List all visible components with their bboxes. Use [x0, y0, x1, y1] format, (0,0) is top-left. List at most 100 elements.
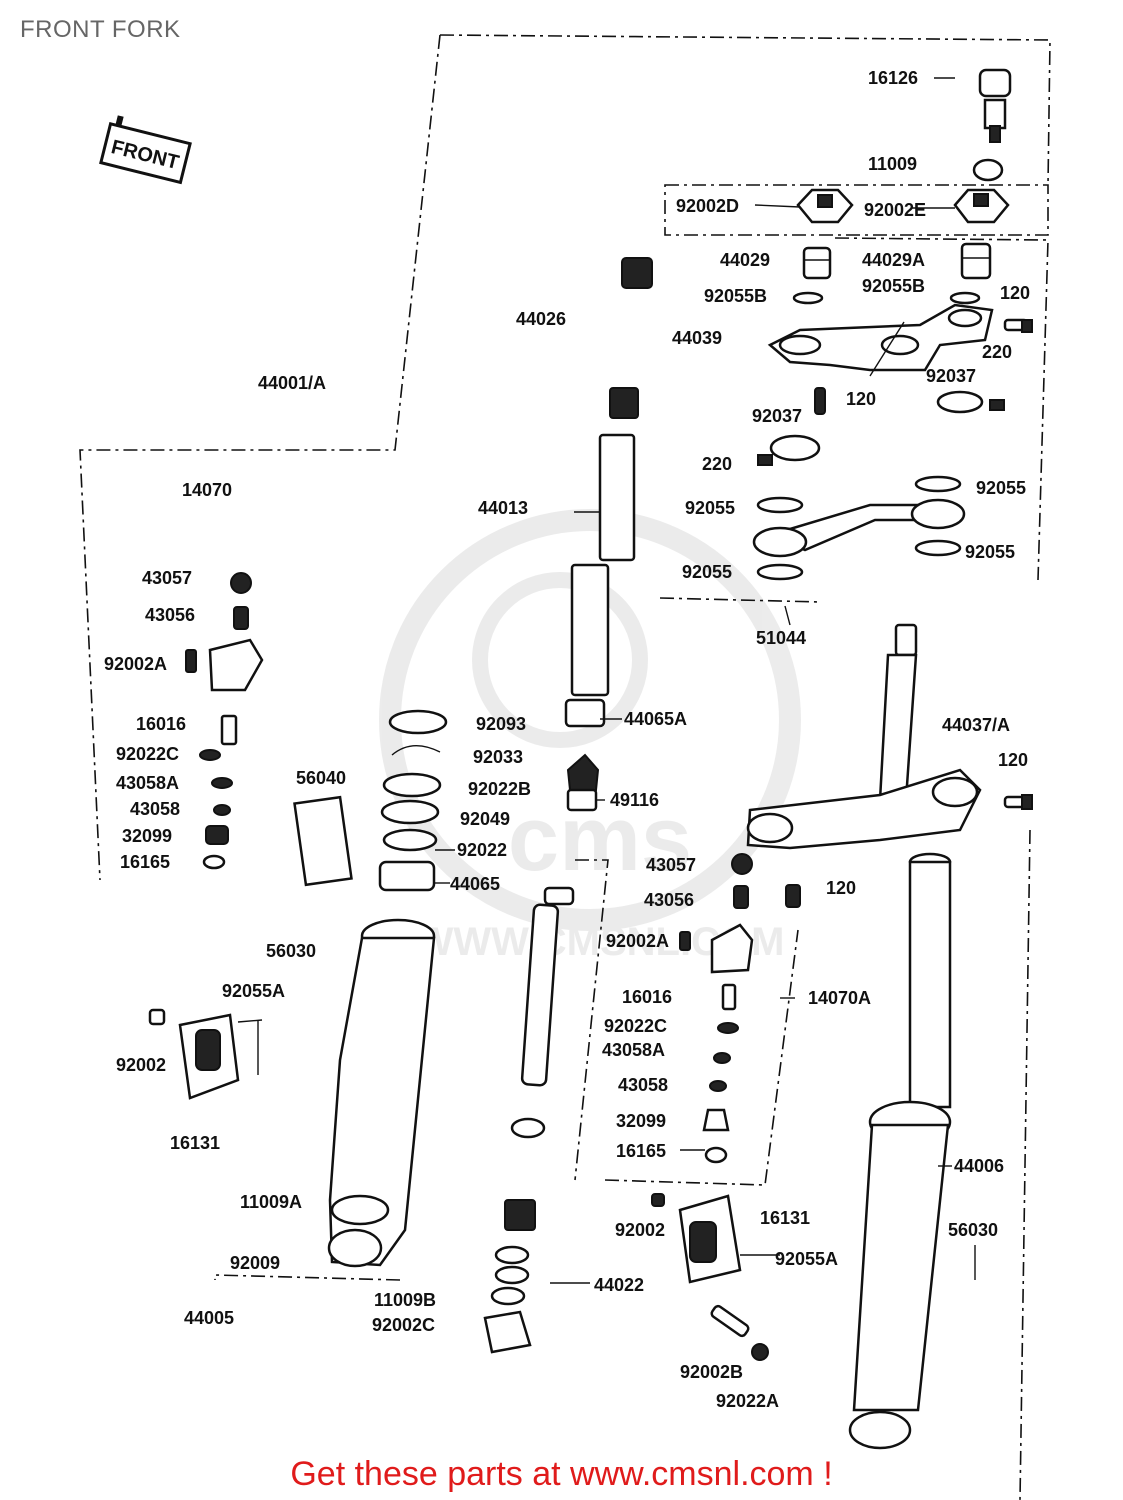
part-label: 44006	[954, 1156, 1004, 1176]
part-label: 44001/A	[258, 373, 326, 393]
part-label: 11009B	[374, 1290, 436, 1310]
part-label: 14070A	[808, 988, 871, 1008]
axle-holder-left-16131	[148, 1008, 240, 1100]
part-label: 56030	[948, 1220, 998, 1240]
part-label: 92002A	[606, 931, 669, 951]
part-label: 16131	[760, 1208, 810, 1228]
right-damper-adjuster-parts	[679, 853, 754, 1164]
part-label: 16165	[616, 1141, 666, 1161]
part-label: 44065	[450, 874, 500, 894]
fork-tube-right-44006	[848, 852, 952, 1450]
handlebar-holder-44039	[767, 303, 994, 372]
part-label: 44029	[720, 250, 770, 270]
part-label: 120	[1000, 283, 1030, 303]
part-label: 92002D	[676, 196, 739, 216]
part-label: 220	[702, 454, 732, 474]
part-label: 92002C	[372, 1315, 435, 1335]
part-label: 16016	[136, 714, 186, 734]
get-parts-link[interactable]: Get these parts at www.cmsnl.com !	[290, 1455, 833, 1493]
leader-lines	[237, 77, 976, 1284]
part-label: 92049	[460, 809, 510, 829]
page-title: FRONT FORK	[20, 16, 181, 43]
steering-stem-44037	[746, 623, 982, 850]
part-label: 43056	[644, 890, 694, 910]
part-label: 92055	[976, 478, 1026, 498]
part-label: 43056	[145, 605, 195, 625]
part-label: 44039	[672, 328, 722, 348]
part-label: 92033	[473, 747, 523, 767]
part-label: 92055B	[862, 276, 925, 296]
part-label: 92022	[457, 840, 507, 860]
part-label: 92055	[685, 498, 735, 518]
part-label: 92055	[682, 562, 732, 582]
part-label: 92009	[230, 1253, 280, 1273]
part-label: 16165	[120, 852, 170, 872]
part-label: 43057	[142, 568, 192, 588]
label-sheet-56040	[293, 795, 353, 887]
part-label: 92093	[476, 714, 526, 734]
part-label: 14070	[182, 480, 232, 500]
part-label: 32099	[122, 826, 172, 846]
part-label: 92037	[926, 366, 976, 386]
bolt-120-mid	[814, 387, 826, 415]
part-label: 44037/A	[942, 715, 1010, 735]
valve-49116	[566, 753, 600, 812]
part-label: 92055B	[704, 286, 767, 306]
part-label: 44065A	[624, 709, 687, 729]
part-label: 11009	[868, 154, 917, 174]
part-label: 43058	[618, 1075, 668, 1095]
part-label: 92002A	[104, 654, 167, 674]
cap-bolt-16126	[972, 68, 1012, 182]
bolt-120-stem-low	[785, 884, 801, 908]
part-label: 56040	[296, 768, 346, 788]
part-label: 92022B	[468, 779, 531, 799]
spring-44022	[483, 1199, 536, 1354]
part-label: 92055	[965, 542, 1015, 562]
part-label: 43058A	[116, 773, 179, 793]
bolt-120-top	[1003, 318, 1033, 333]
part-label: 92002	[615, 1220, 665, 1240]
part-label: 44013	[478, 498, 528, 518]
part-label: 120	[826, 878, 856, 898]
part-label: 49116	[610, 790, 659, 810]
part-number-labels: 16126 11009 92002D 92002E 44029 44029A 9…	[104, 68, 1030, 1411]
washer-92055b-left	[792, 291, 824, 305]
part-label: 16016	[622, 987, 672, 1007]
part-label: 43058A	[602, 1040, 665, 1060]
part-label: 92022A	[716, 1391, 779, 1411]
part-label: 92022C	[116, 744, 179, 764]
part-label: 16131	[170, 1133, 220, 1153]
nut-92002e	[953, 188, 1010, 224]
part-label: 44026	[516, 309, 566, 329]
bolt-44029	[802, 246, 832, 280]
part-label: 43058	[130, 799, 180, 819]
axle-holder-right-16131	[651, 1193, 769, 1361]
dust-seal-44026	[621, 257, 653, 289]
part-label: 43057	[646, 855, 696, 875]
part-label: 32099	[616, 1111, 666, 1131]
svg-text:cms: cms	[508, 788, 692, 890]
fork-tube-44013	[564, 387, 639, 728]
fork-slider-left-56030	[327, 918, 436, 1268]
part-label: 92022C	[604, 1016, 667, 1036]
part-label: 11009A	[240, 1192, 302, 1212]
washer-92055b-right	[949, 291, 981, 305]
part-label: 120	[998, 750, 1028, 770]
seal-stack	[378, 709, 448, 892]
part-label: 220	[982, 342, 1012, 362]
part-label: 51044	[756, 628, 806, 648]
part-label: 16126	[868, 68, 918, 88]
damper-rod	[510, 886, 575, 1139]
part-label: 92055A	[775, 1249, 838, 1269]
assembly-boundaries	[79, 34, 1051, 1500]
part-label: 56030	[266, 941, 316, 961]
part-label: 92002	[116, 1055, 166, 1075]
part-label: 44005	[184, 1308, 234, 1328]
clamp-92037-right	[936, 390, 1005, 414]
nut-92002d	[796, 188, 854, 224]
part-label: 92002E	[864, 200, 926, 220]
part-label: 92037	[752, 406, 802, 426]
part-label: 92055A	[222, 981, 285, 1001]
clamp-92037-left	[757, 434, 821, 466]
